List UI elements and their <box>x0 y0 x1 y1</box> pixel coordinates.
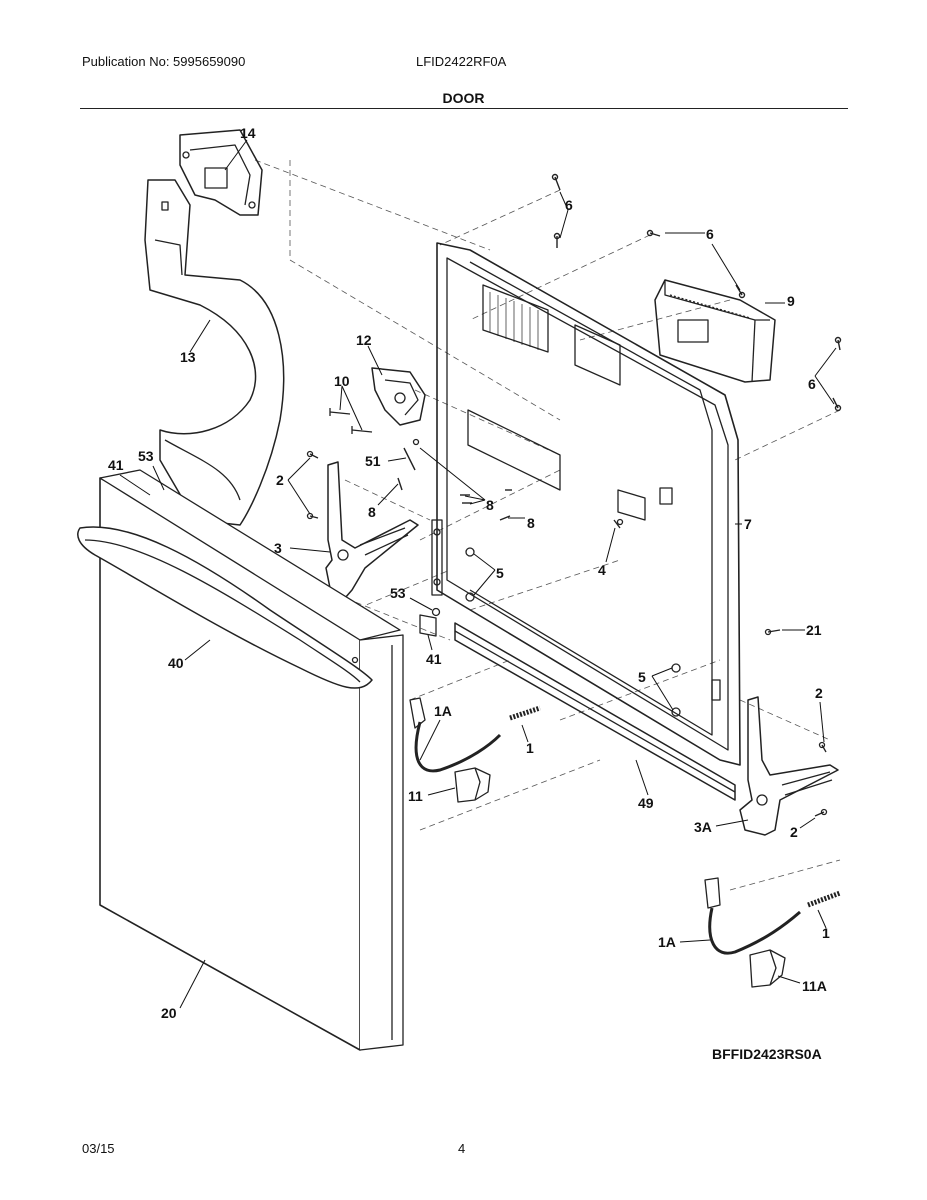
bottom-trim-part-49 <box>454 622 736 801</box>
screw-part-21 <box>764 628 781 636</box>
callout-5-lower: 5 <box>638 669 646 685</box>
callout-41-right: 41 <box>426 651 442 667</box>
callout-1-lower: 1 <box>822 925 830 941</box>
callout-40: 40 <box>168 655 184 671</box>
callout-5-upper: 5 <box>496 565 504 581</box>
hinge-screws-part-2b <box>814 741 828 817</box>
hinge-left-part-3 <box>325 461 419 599</box>
door-spring-part-1-lower <box>807 890 841 908</box>
page-number: 4 <box>458 1141 466 1156</box>
diagram-code: BFFID2423RS0A <box>712 1046 822 1062</box>
callout-13: 13 <box>180 349 196 365</box>
callout-21: 21 <box>806 622 822 638</box>
callout-1-upper: 1 <box>526 740 534 756</box>
latch-screws-part-10 <box>329 408 373 434</box>
model-number: LFID2422RF0A <box>416 54 507 69</box>
section-title: DOOR <box>442 90 485 106</box>
vent-duct-part-13 <box>144 179 285 526</box>
callout-2-right-bottom: 2 <box>790 824 798 840</box>
callout-41-left: 41 <box>108 457 124 473</box>
callout-8-left: 8 <box>368 504 376 520</box>
callout-10: 10 <box>334 373 350 389</box>
callout-labels: 14 13 12 10 6 6 6 9 51 8 8 8 41 53 2 3 4… <box>108 125 830 1021</box>
callout-6-upper-right: 6 <box>706 226 714 242</box>
vent-bracket-part-14 <box>179 129 263 216</box>
callout-12: 12 <box>356 332 372 348</box>
callout-51: 51 <box>365 453 381 469</box>
handle-part-40 <box>77 526 373 689</box>
callout-53-right: 53 <box>390 585 406 601</box>
callout-9: 9 <box>787 293 795 309</box>
outer-door-part-20 <box>99 469 404 1051</box>
callout-8-right: 8 <box>527 515 535 531</box>
callout-2-left: 2 <box>276 472 284 488</box>
spring-part-51 <box>403 438 420 471</box>
callout-7: 7 <box>744 516 752 532</box>
screws-part-8 <box>397 477 512 521</box>
control-panel-part-9 <box>654 279 776 383</box>
callout-6-top: 6 <box>565 197 573 213</box>
door-cable-part-1A-lower <box>704 877 801 955</box>
leader-lines <box>119 139 837 1009</box>
callout-1A-lower: 1A <box>658 934 676 950</box>
callout-20: 20 <box>161 1005 177 1021</box>
callout-3A: 3A <box>694 819 712 835</box>
callout-14: 14 <box>240 125 256 141</box>
publication-number: Publication No: 5995659090 <box>82 54 246 69</box>
callout-1A-upper: 1A <box>434 703 452 719</box>
screws-part-6 <box>551 173 842 412</box>
callout-11: 11 <box>408 788 423 804</box>
footer-date: 03/15 <box>82 1141 115 1156</box>
callout-11A: 11A <box>802 978 827 994</box>
latch-part-12 <box>371 367 426 426</box>
callout-49: 49 <box>638 795 654 811</box>
hinge-screws-part-2a <box>306 450 319 520</box>
hinge-right-part-3A <box>739 696 839 836</box>
door-cable-part-1A <box>409 697 502 773</box>
inner-door-panel-part-7 <box>431 242 741 766</box>
callout-4: 4 <box>598 562 606 578</box>
callout-8-center: 8 <box>486 497 494 513</box>
callout-53-left: 53 <box>138 448 154 464</box>
callout-6-right: 6 <box>808 376 816 392</box>
door-spring-part-1 <box>509 705 541 721</box>
pulley-part-11 <box>454 767 491 803</box>
callout-2-right-top: 2 <box>815 685 823 701</box>
callout-3: 3 <box>274 540 282 556</box>
screw-part-4 <box>613 518 624 529</box>
header-rule <box>80 108 848 109</box>
pulley-part-11A <box>749 949 786 988</box>
